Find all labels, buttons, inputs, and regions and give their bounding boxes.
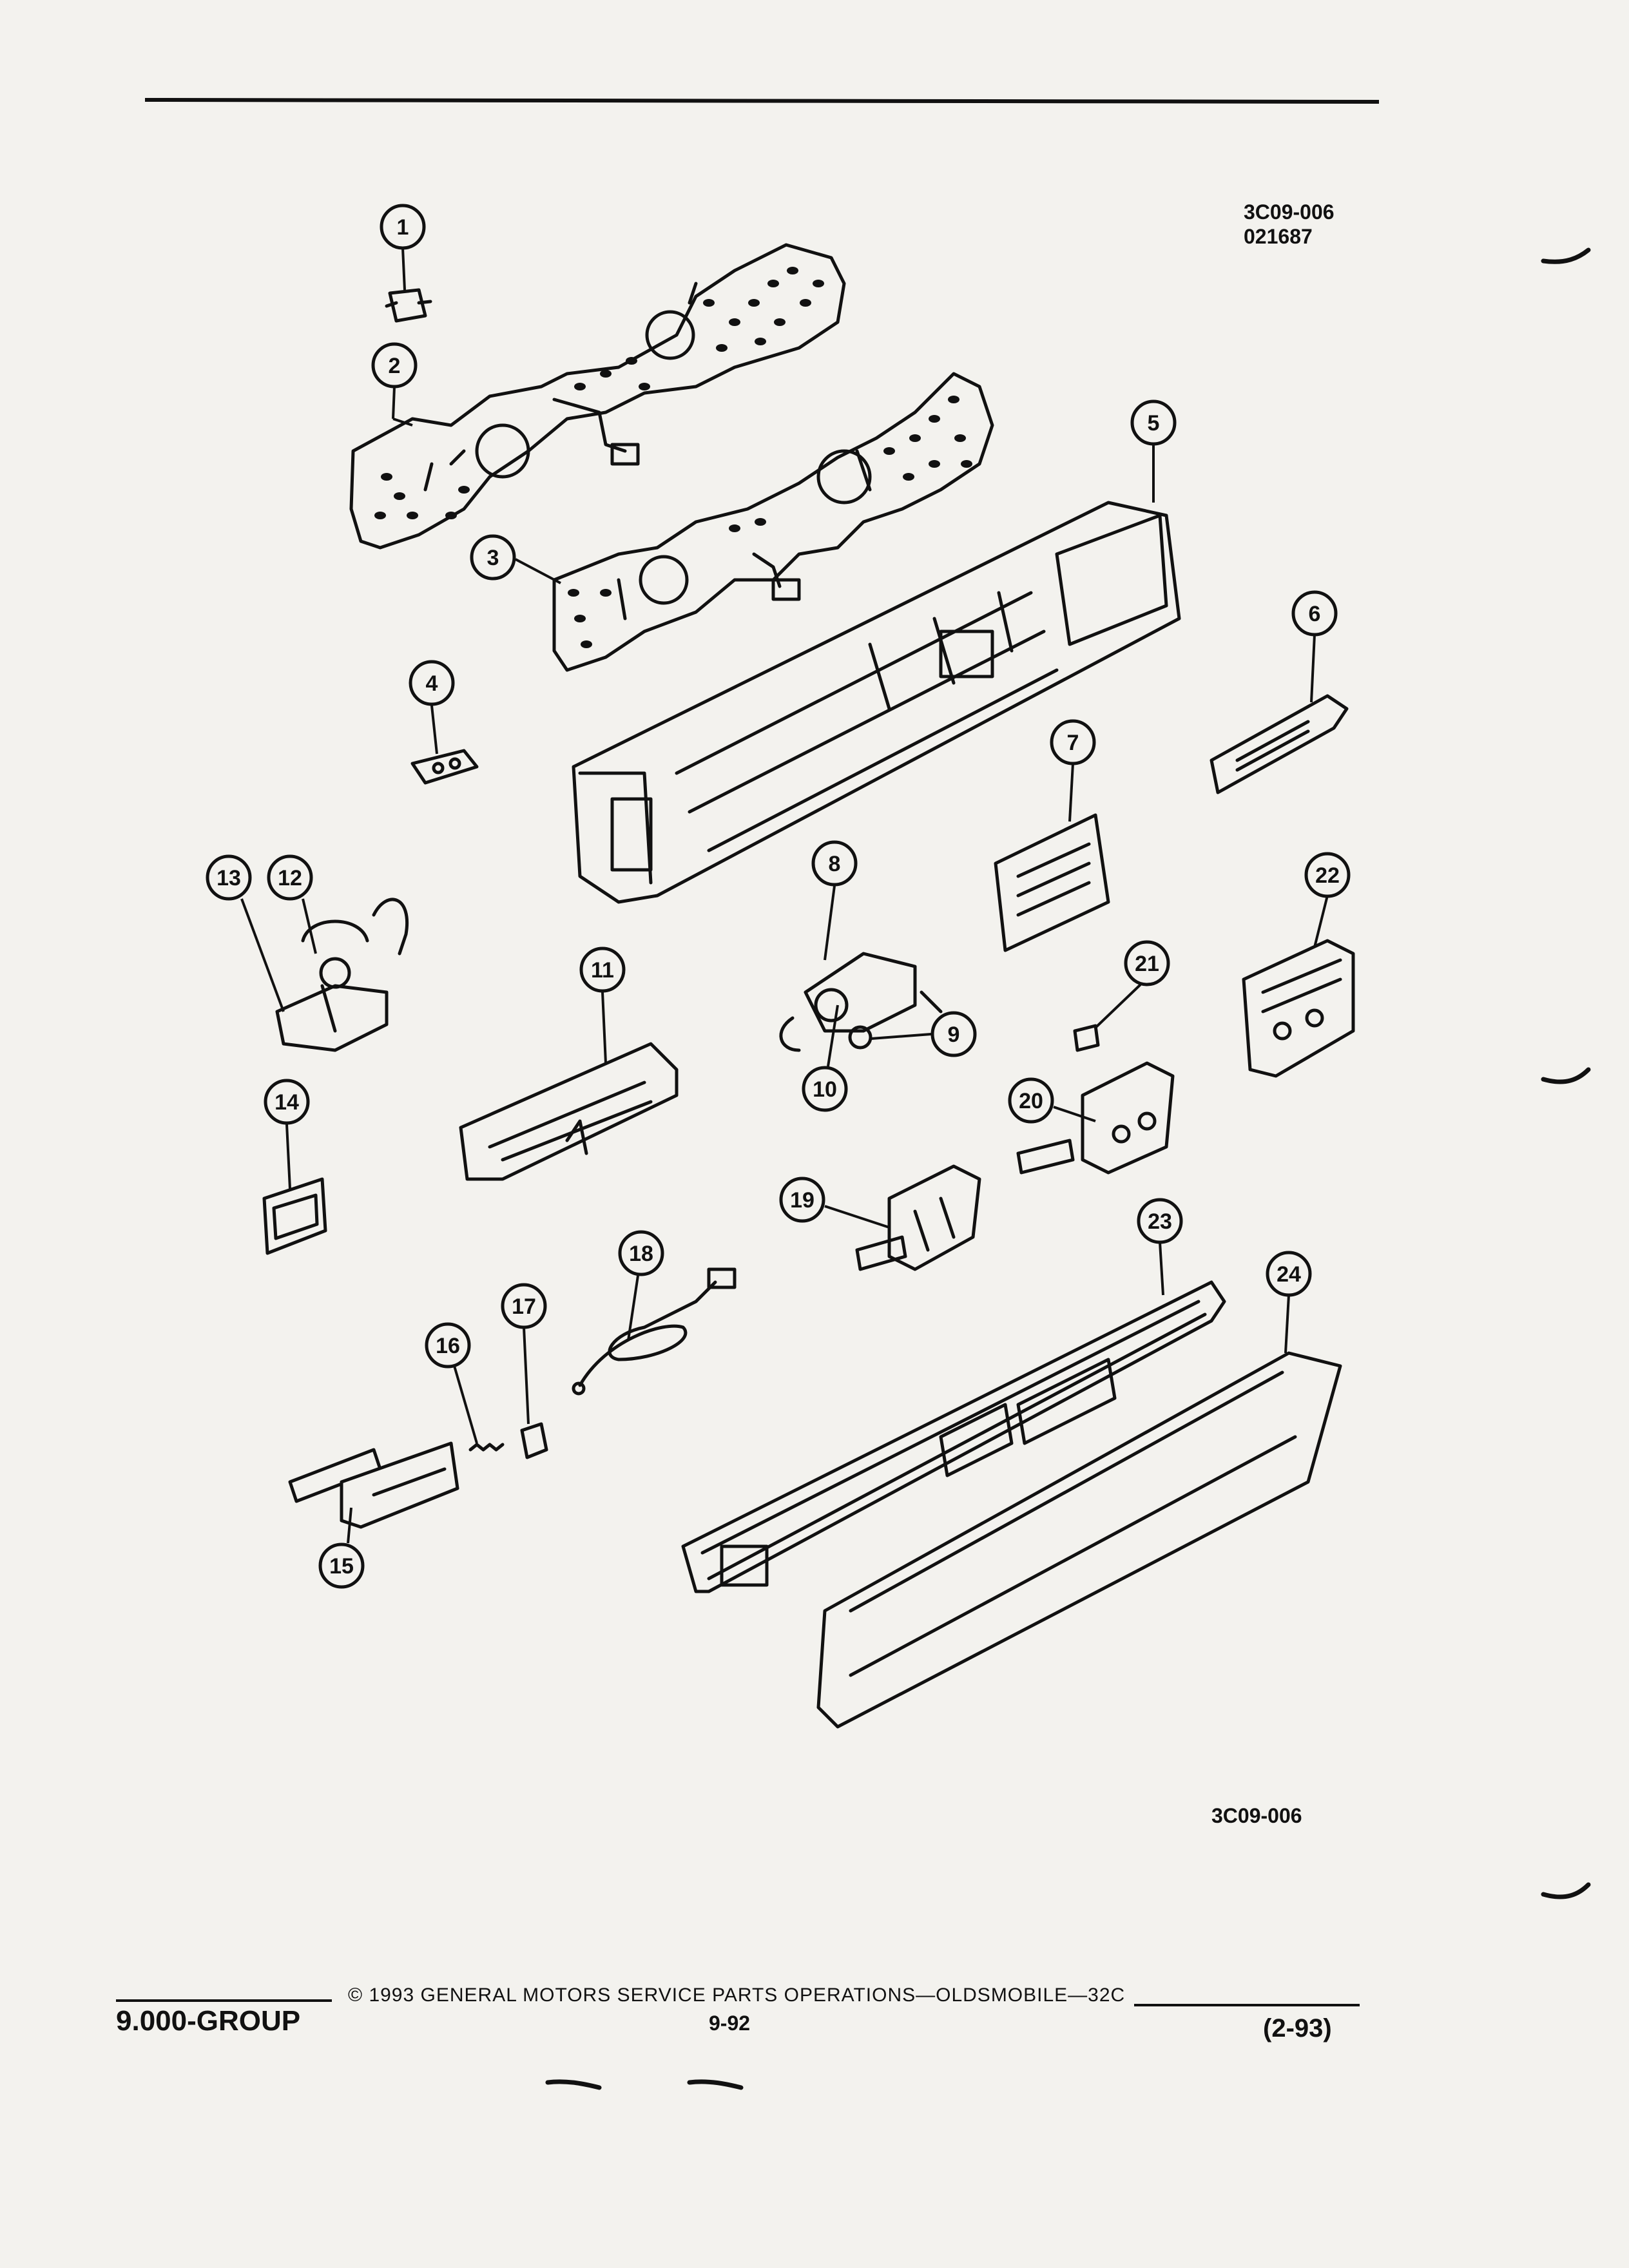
callout-circle-12: [267, 854, 313, 901]
header-ref-code: 3C09-006: [1244, 200, 1335, 224]
callout-label-4: 4: [426, 671, 438, 696]
callout-label-17: 17: [512, 1294, 536, 1319]
footer-copyright: © 1993 GENERAL MOTORS SERVICE PARTS OPER…: [348, 1984, 1126, 2006]
part-11-gauge: [459, 1042, 679, 1181]
part-2-circuit-board: [349, 243, 846, 550]
callout-circle-11: [579, 947, 626, 993]
callout-label-14: 14: [275, 1090, 299, 1115]
callout-circle-9: [930, 1011, 977, 1057]
callout-label-1: 1: [397, 215, 409, 240]
part-3-circuit-board: [552, 372, 994, 672]
header-ref-block: 3C09-006 021687: [1244, 200, 1335, 249]
callout-circle-16: [425, 1322, 471, 1369]
part-6-bracket: [1210, 694, 1349, 794]
part-20-gauge-module: [1016, 1061, 1175, 1175]
callout-circle-3: [470, 534, 516, 581]
callout-label-24: 24: [1277, 1262, 1301, 1287]
callout-circle-22: [1304, 852, 1351, 898]
callout-label-12: 12: [278, 866, 302, 890]
bottom-ref-code: 3C09-006: [1211, 1804, 1302, 1827]
callout-label-9: 9: [948, 1023, 960, 1047]
callout-label-16: 16: [436, 1334, 460, 1358]
callout-circle-17: [501, 1283, 547, 1329]
callout-circle-5: [1130, 399, 1177, 446]
callout-circle-18: [618, 1230, 664, 1276]
part-18-cable: [572, 1267, 737, 1396]
part-22-gauge-module: [1242, 939, 1355, 1078]
callout-circle-7: [1050, 719, 1096, 765]
callout-label-11: 11: [591, 958, 614, 983]
footer-page-number: 9-92: [709, 2012, 751, 2035]
margin-marks: [545, 247, 1591, 2090]
callout-label-2: 2: [389, 354, 401, 378]
callout-label-5: 5: [1148, 411, 1160, 436]
part-17-clip: [520, 1422, 548, 1459]
part-8-gauge-assembly: [779, 952, 943, 1052]
part-16-spring: [468, 1443, 505, 1452]
callout-label-8: 8: [829, 852, 841, 876]
callout-label-21: 21: [1135, 952, 1159, 976]
callout-circle-10: [802, 1066, 848, 1112]
part-14-lens: [262, 1177, 327, 1255]
callout-circle-2: [371, 342, 418, 389]
callout-circle-14: [264, 1079, 310, 1125]
callout-circle-19: [779, 1177, 825, 1223]
part-7-lens-grid: [994, 813, 1110, 952]
part-9-nut: [848, 1025, 872, 1050]
part-1-bulb-socket: [385, 288, 432, 323]
header-ref-date: 021687: [1244, 225, 1313, 248]
callout-label-19: 19: [790, 1188, 815, 1213]
part-21-bulb: [1073, 1024, 1100, 1052]
part-24-trim: [816, 1351, 1342, 1729]
callout-label-22: 22: [1315, 863, 1340, 888]
callout-circle-13: [206, 854, 252, 901]
callout-label-3: 3: [487, 546, 499, 570]
callout-label-10: 10: [813, 1077, 837, 1102]
callout-circles: [206, 204, 1351, 1589]
part-15-module: [288, 1441, 459, 1529]
callout-label-15: 15: [329, 1554, 354, 1579]
callout-circle-6: [1291, 590, 1338, 637]
callout-label-20: 20: [1019, 1089, 1043, 1113]
part-5-cluster-carrier: [572, 501, 1181, 904]
footer-date: (2-93): [1263, 2014, 1332, 2042]
part-19-gauge-module: [855, 1164, 981, 1271]
callout-circle-21: [1124, 940, 1170, 986]
callout-label-13: 13: [217, 866, 241, 890]
callout-label-18: 18: [629, 1242, 653, 1266]
part-12-harness: [301, 898, 409, 956]
callout-label-23: 23: [1148, 1209, 1172, 1234]
part-4-small-plate: [410, 749, 479, 785]
callout-circle-20: [1008, 1077, 1054, 1124]
callout-label-7: 7: [1067, 731, 1079, 755]
callout-label-6: 6: [1309, 602, 1321, 626]
part-13-housing: [275, 957, 389, 1052]
callout-circle-23: [1137, 1198, 1183, 1244]
part-23-bezel: [681, 1280, 1226, 1593]
footer-group: 9.000-GROUP: [116, 2005, 301, 2037]
callout-circle-8: [811, 840, 858, 887]
top-rule: [144, 98, 1380, 104]
callout-circle-4: [409, 660, 455, 706]
callout-circle-1: [380, 204, 426, 250]
callout-circle-15: [318, 1542, 365, 1589]
leader-lines: [240, 247, 1329, 1544]
callout-circle-24: [1266, 1251, 1312, 1297]
